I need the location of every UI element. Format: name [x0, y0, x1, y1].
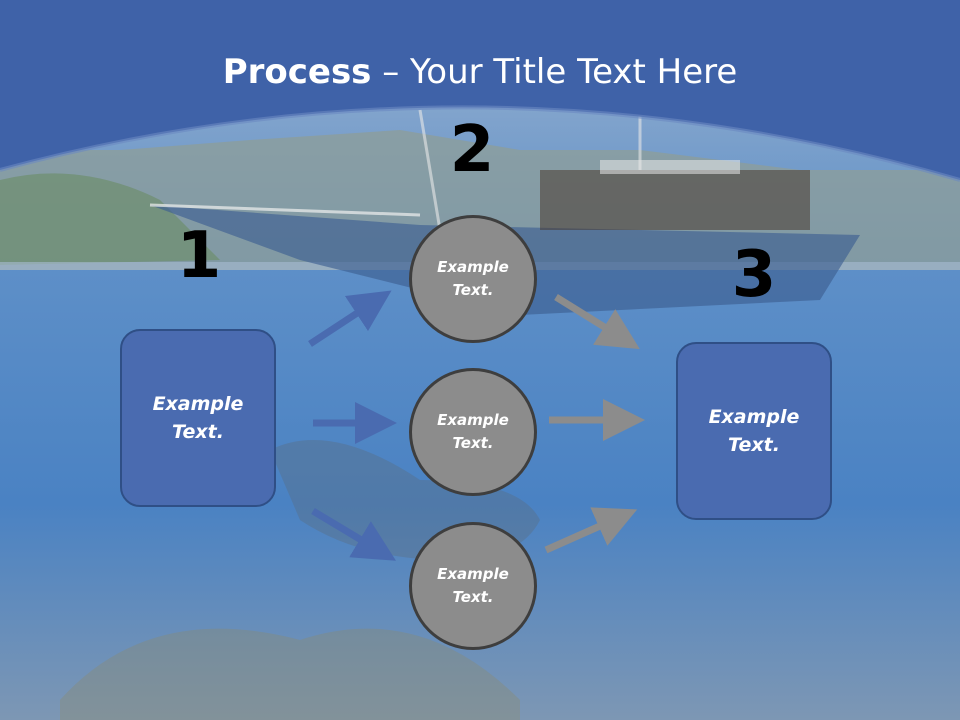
- circle-bottom: Example Text.: [409, 522, 537, 650]
- title-bold: Process: [222, 52, 372, 92]
- circle-top: Example Text.: [409, 215, 537, 343]
- step-1-box: Example Text.: [120, 329, 276, 507]
- circle-bottom-text: Example Text.: [437, 564, 509, 606]
- circle-top-text: Example Text.: [437, 257, 509, 299]
- title-rest: – Your Title Text Here: [371, 52, 738, 92]
- circle-middle: Example Text.: [409, 368, 537, 496]
- arrow-to-circle-bottom: [311, 507, 397, 561]
- arrow-from-circle-top: [554, 294, 640, 350]
- arrow-from-circle-bottom: [544, 507, 638, 554]
- step-3-box: Example Text.: [676, 342, 832, 520]
- arrow-to-circle-top: [308, 290, 392, 347]
- step-number-1: 1: [176, 219, 222, 293]
- circle-middle-text: Example Text.: [437, 410, 509, 452]
- step-1-text: Example Text.: [152, 392, 244, 444]
- step-number-2: 2: [449, 113, 495, 187]
- step-3-text: Example Text.: [708, 405, 800, 457]
- step-number-3: 3: [731, 238, 777, 312]
- slide-title: Process – Your Title Text Here: [0, 52, 960, 92]
